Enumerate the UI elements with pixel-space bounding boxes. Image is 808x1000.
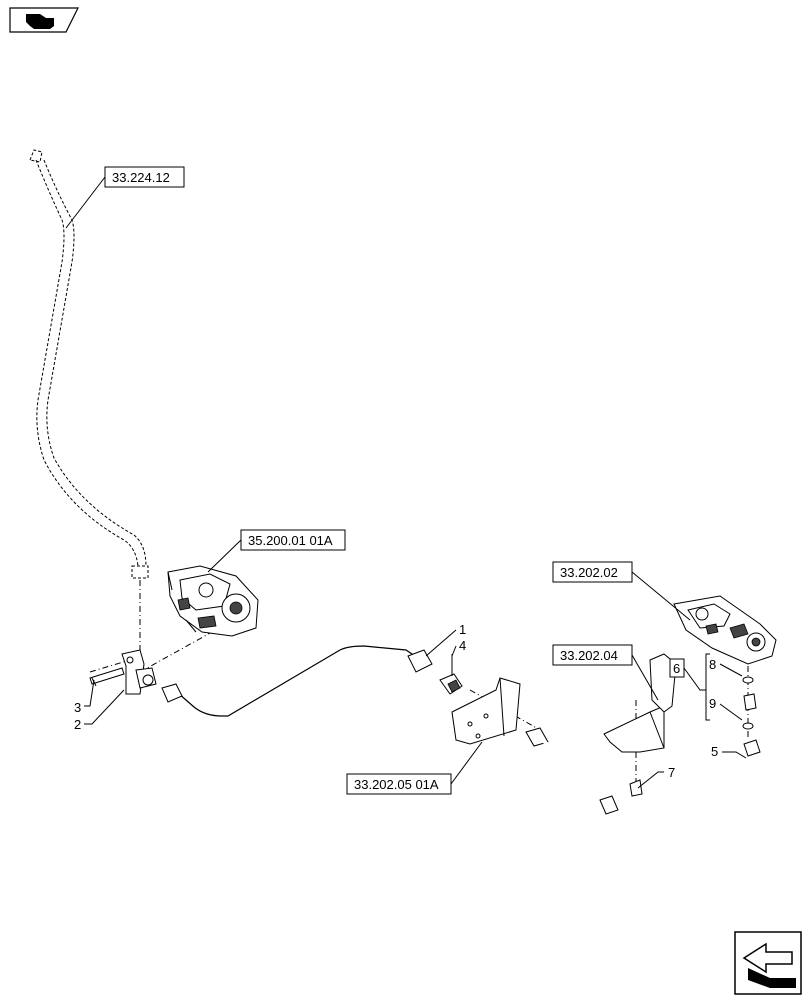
callout-6: 6 <box>669 653 710 721</box>
svg-text:33.202.05 01A: 33.202.05 01A <box>354 777 439 792</box>
flex-hose <box>525 727 761 862</box>
svg-text:3: 3 <box>74 700 81 715</box>
callout-2: 2 <box>74 689 125 732</box>
callout-8: 8 <box>709 657 743 677</box>
callout-9: 9 <box>709 696 743 721</box>
svg-text:8: 8 <box>709 657 716 672</box>
callout-3: 3 <box>74 679 95 715</box>
back-arrow-icon[interactable] <box>734 931 802 995</box>
svg-text:9: 9 <box>709 696 716 711</box>
control-valve <box>673 595 777 665</box>
reference-33.224.12[interactable]: 33.224.12 <box>104 166 185 188</box>
svg-text:6: 6 <box>673 661 680 676</box>
svg-text:33.202.02: 33.202.02 <box>560 565 618 580</box>
callout-1: 1 <box>425 622 466 657</box>
svg-text:5: 5 <box>711 744 718 759</box>
svg-text:1: 1 <box>459 622 466 637</box>
svg-text:2: 2 <box>74 717 81 732</box>
svg-text:35.200.01 01A: 35.200.01 01A <box>248 533 333 548</box>
valve-bracket <box>603 653 677 797</box>
svg-text:33.202.04: 33.202.04 <box>560 648 618 663</box>
callout-7: 7 <box>637 765 675 789</box>
pressure-fitting <box>439 654 463 695</box>
reference-35.200.01[interactable]: 35.200.01 01A <box>240 529 346 551</box>
long-tube <box>29 149 149 579</box>
steel-pipe-1 <box>161 645 433 724</box>
reference-33.202.04[interactable]: 33.202.04 <box>552 644 633 666</box>
mounting-plate <box>451 677 521 745</box>
callout-5: 5 <box>711 744 747 759</box>
callout-4: 4 <box>451 638 466 657</box>
seal-set <box>742 676 757 730</box>
svg-text:33.224.12: 33.224.12 <box>112 170 170 185</box>
svg-text:4: 4 <box>459 638 466 653</box>
svg-text:7: 7 <box>668 765 675 780</box>
bracket-assembly <box>89 649 157 695</box>
hydraulic-motor <box>167 565 259 637</box>
book-icon[interactable] <box>9 7 79 33</box>
reference-33.202.05[interactable]: 33.202.05 01A <box>346 773 452 795</box>
reference-33.202.02[interactable]: 33.202.02 <box>552 561 633 583</box>
